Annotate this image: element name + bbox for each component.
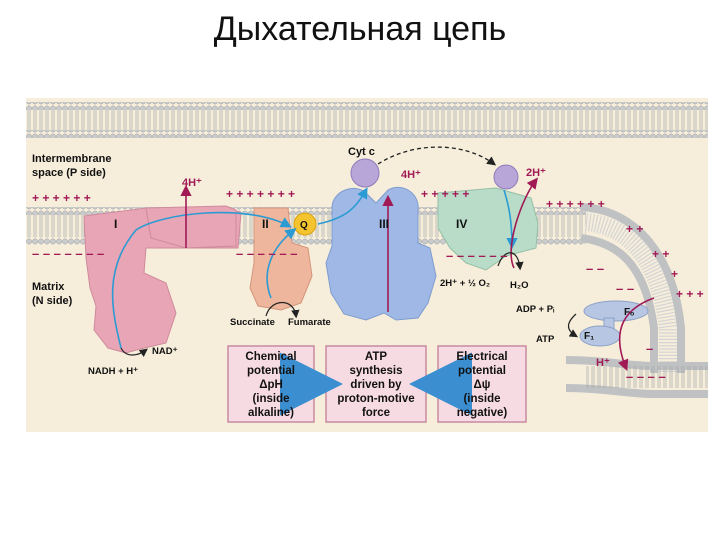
label-f1: F₁ — [584, 331, 594, 342]
succinate-arrow — [265, 301, 300, 319]
label-fumarate: Fumarate — [288, 317, 331, 328]
label-nad: NAD⁺ — [152, 346, 178, 357]
svg-text:– –: – – — [586, 261, 604, 276]
minus-signs: – – – – – – – – – – – – – – – – – – – – … — [32, 246, 666, 384]
atp-synthase-f0 — [583, 300, 649, 322]
electron-arrow-III — [317, 187, 368, 225]
svg-text:– – – – – –: – – – – – – — [236, 246, 297, 261]
complex-IV — [437, 187, 539, 271]
electron-arrow-I — [111, 211, 292, 349]
cytochrome-c-2 — [493, 164, 519, 190]
ubiquinone-q — [293, 212, 317, 236]
svg-text:+ + + + + +: + + + + + + — [546, 197, 605, 211]
complex-III — [325, 186, 437, 321]
cytochrome-c — [350, 158, 380, 188]
label-complex-II: II — [262, 217, 269, 231]
label-intermembrane: Intermembrane — [32, 153, 111, 165]
o2-arrow — [497, 252, 524, 271]
label-matrix: Matrix — [32, 281, 65, 293]
svg-text:+ + + + + + +: + + + + + + + — [226, 187, 295, 201]
label-h2o: H₂O — [510, 280, 528, 291]
label-fo: Fₒ — [624, 307, 634, 318]
svg-text:– – – – – –: – – – – – – — [446, 248, 507, 263]
label-4h-b: 4H⁺ — [401, 169, 421, 181]
electron-arrow-II — [266, 228, 297, 299]
box-chemical-text: Chemical potential ΔpH (inside alkaline) — [245, 351, 297, 419]
label-cytc: Cyt c — [348, 146, 375, 158]
svg-text:– – – – – – –: – – – – – – – — [32, 246, 104, 261]
label-matrix-2: (N side) — [32, 295, 73, 307]
label-4h-a: 4H⁺ — [182, 177, 202, 189]
plus-signs: + + + + + + + + + + + + + + + + + + + + … — [32, 187, 704, 301]
outer-membrane — [26, 102, 708, 138]
label-2h-top: 2H⁺ — [526, 167, 546, 179]
label-complex-III: III — [379, 217, 389, 231]
label-o2-reaction: 2H⁺ + ½ O₂ — [440, 278, 490, 289]
svg-text:+ +: + + — [626, 222, 643, 236]
label-h-bottom: H⁺ — [596, 357, 610, 369]
svg-text:– –: – – — [616, 281, 634, 296]
svg-text:+: + — [671, 267, 678, 281]
label-adp: ADP + Pᵢ — [516, 304, 555, 315]
complex-I-membrane-arm — [145, 205, 237, 249]
cytc-transfer-arrow — [377, 146, 497, 166]
svg-text:+ + +: + + + — [676, 287, 704, 301]
box-electrical-text: Electrical potential Δψ (inside negative… — [456, 351, 508, 419]
slide-title: Дыхательная цепь — [213, 10, 507, 48]
respiratory-chain-diagram: + + + + + + + + + + + + + + + + + + + + … — [26, 98, 708, 432]
label-succinate: Succinate — [230, 317, 275, 328]
svg-text:+ + + + + +: + + + + + + — [32, 191, 91, 205]
label-intermembrane-2: space (P side) — [32, 167, 106, 179]
nad-arrow — [120, 347, 148, 357]
svg-text:+ +: + + — [652, 247, 669, 261]
box-atp-text: ATP synthesis driven by proton-motive fo… — [337, 351, 415, 419]
svg-text:–: – — [646, 341, 653, 356]
proton-arrow-atp — [617, 297, 655, 371]
svg-text:+ + + + +: + + + + + — [421, 187, 469, 201]
label-nadh: NADH + H⁺ — [88, 366, 138, 377]
label-q: Q — [300, 220, 308, 231]
proton-arrow-IV — [510, 177, 538, 269]
label-complex-I: I — [114, 217, 117, 231]
adp-arrow — [567, 313, 579, 338]
label-atp: ATP — [536, 334, 555, 345]
label-complex-IV: IV — [456, 217, 467, 231]
svg-text:– – – –: – – – – — [626, 369, 666, 384]
